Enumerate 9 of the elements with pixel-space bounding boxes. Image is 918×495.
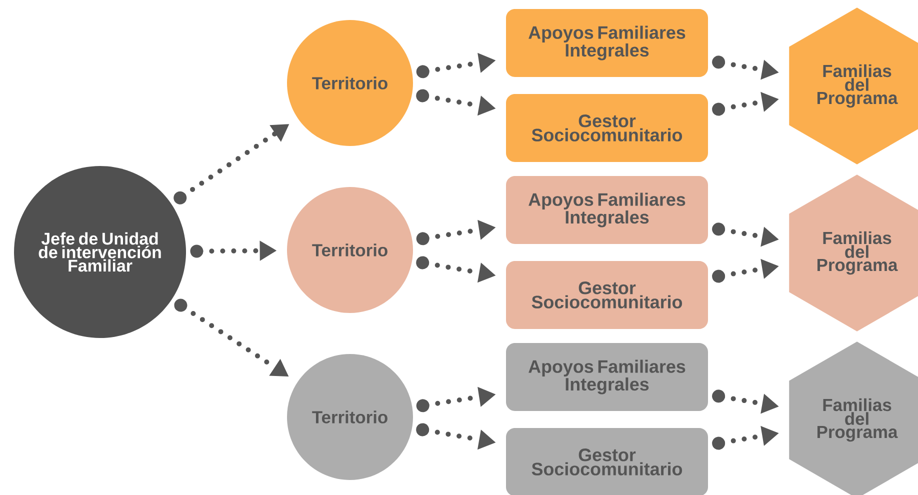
program-box: Gestor Sociocomunitario (506, 261, 708, 329)
program-box: Apoyos Familiares Integrales (506, 176, 708, 244)
family-hexagon: Familias del Programa (789, 342, 918, 495)
program-box: Apoyos Familiares Integrales (506, 343, 708, 411)
family-hexagon: Familias del Programa (789, 8, 918, 164)
program-box: Apoyos Familiares Integrales (506, 9, 708, 77)
program-box: Gestor Sociocomunitario (506, 428, 708, 495)
family-hexagon: Familias del Programa (789, 174, 918, 332)
program-box: Gestor Sociocomunitario (506, 94, 708, 162)
